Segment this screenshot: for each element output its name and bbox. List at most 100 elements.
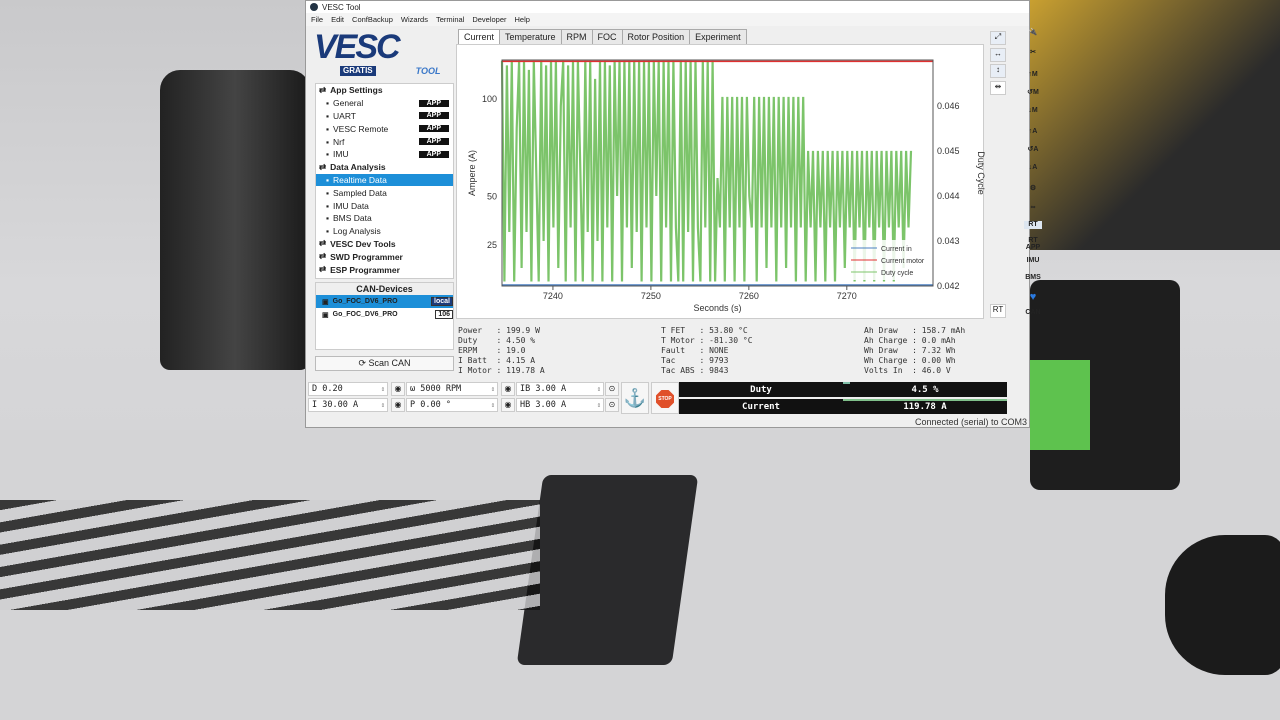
tree-item-label: Log Analysis [333, 226, 381, 237]
tree-item-vesc-dev-tools[interactable]: ⇄VESC Dev Tools [316, 238, 453, 251]
menu-terminal[interactable]: Terminal [435, 15, 465, 24]
y2-tick-label: 0.042 [937, 281, 960, 291]
tree-item-icon: ▪ [326, 98, 330, 109]
imu-icon[interactable]: IMU [1026, 257, 1040, 264]
rescale-icon[interactable]: ⇹ [990, 81, 1006, 95]
tree-item-icon: ⇄ [319, 84, 327, 95]
tree-item-realtime-data[interactable]: ▪Realtime Data [316, 173, 453, 187]
menu-file[interactable]: File [311, 15, 324, 24]
tree-item-icon: ⇄ [319, 238, 327, 249]
y2-axis-label: Duty Cycle [976, 151, 985, 195]
anchor-icon[interactable]: ⚓ [621, 382, 649, 414]
tree-item-label: VESC Dev Tools [330, 238, 396, 249]
app-badge: APP [418, 138, 449, 146]
refresh-icon: ⟳ [358, 358, 369, 368]
tree-item-app-settings[interactable]: ⇄App Settings [316, 84, 453, 97]
zoom-vertical-icon[interactable]: ↕ [990, 64, 1006, 78]
title-bar: VESC Tool [306, 1, 1029, 13]
brake-current-input[interactable]: IB 3.00 A⇕ [516, 382, 604, 396]
y-tick-label: 100 [482, 94, 497, 104]
motor-photo [160, 70, 310, 370]
current-input[interactable]: I 30.00 A⇕ [308, 398, 388, 412]
write-motor-config-icon[interactable]: ↓M [1028, 107, 1038, 114]
can-devices-title: CAN-Devices [316, 283, 453, 295]
app-icon [310, 3, 318, 11]
tree-item-label: VESC Remote [333, 123, 389, 134]
disconnect-icon[interactable]: ✂ [1030, 49, 1036, 56]
read-default-app-icon[interactable]: ↺A [1027, 146, 1039, 153]
set-duty-button[interactable]: ◉ [391, 382, 405, 396]
y2-tick-label: 0.044 [937, 191, 960, 201]
tree-item-icon: ⇄ [319, 251, 327, 262]
tab-rotor-position[interactable]: Rotor Position [621, 29, 691, 44]
menu-edit[interactable]: Edit [331, 15, 345, 24]
menu-help[interactable]: Help [514, 15, 530, 24]
zoom-horizontal-icon[interactable]: ↔ [990, 48, 1006, 62]
set-position-button[interactable]: ◉ [501, 398, 515, 412]
can-icon[interactable]: CAN [1025, 309, 1041, 316]
menu-confbackup[interactable]: ConfBackup [352, 15, 393, 24]
duty-input[interactable]: D 0.20⇕ [308, 382, 388, 396]
tree-item-icon: ⇄ [319, 161, 327, 172]
handbrake-input[interactable]: HB 3.00 A⇕ [516, 398, 604, 412]
set-current-button[interactable]: ◉ [391, 398, 405, 412]
cables-photo [0, 500, 540, 610]
rt-data-icon[interactable]: RT [1024, 221, 1042, 229]
menu-developer[interactable]: Developer [472, 15, 507, 24]
rt-app-icon[interactable]: RT APP [1025, 237, 1041, 251]
position-input[interactable]: P 0.00 °⇕ [406, 398, 498, 412]
tab-temperature[interactable]: Temperature [499, 29, 562, 44]
logo-tool: TOOL [415, 66, 441, 76]
read-motor-config-icon[interactable]: ↑M [1028, 71, 1038, 78]
tab-foc[interactable]: FOC [591, 29, 623, 44]
zoom-both-icon[interactable]: ⤢ [990, 31, 1006, 45]
set-rpm-button[interactable]: ◉ [501, 382, 515, 396]
tab-current[interactable]: Current [458, 29, 501, 44]
write-app-config-icon[interactable]: ↓A [1028, 164, 1038, 171]
scan-can-button[interactable]: ⟳ Scan CAN [315, 356, 454, 371]
tree-item-imu-data[interactable]: ▪IMU Data [316, 199, 453, 212]
tree-item-bms-data[interactable]: ▪BMS Data [316, 212, 453, 225]
set-handbrake-button[interactable]: ⊙ [605, 398, 619, 412]
tab-experiment[interactable]: Experiment [689, 29, 747, 44]
menu-wizards[interactable]: Wizards [400, 15, 428, 24]
set-brake-button[interactable]: ⊙ [605, 382, 619, 396]
read-app-config-icon[interactable]: ↑A [1028, 128, 1038, 135]
realtime-tabs: Current Temperature RPM FOC Rotor Positi… [458, 29, 747, 44]
x-tick-label: 7260 [739, 291, 759, 301]
tree-item-label: Realtime Data [333, 174, 387, 185]
tree-item-data-analysis[interactable]: ⇄Data Analysis [316, 161, 453, 174]
connect-icon[interactable]: 🔌 [1028, 29, 1038, 36]
y2-tick-label: 0.043 [937, 236, 960, 246]
keyboard-control-icon[interactable]: ∞ [1030, 204, 1036, 211]
stop-button[interactable]: STOP [651, 382, 679, 414]
tree-item-icon: ▪ [326, 226, 330, 237]
y-tick-label: 50 [487, 191, 497, 201]
can-fwd-icon[interactable]: ⚙ [1029, 185, 1037, 192]
tree-item-sampled-data[interactable]: ▪Sampled Data [316, 186, 453, 199]
tree-item-swd-programmer[interactable]: ⇄SWD Programmer [316, 250, 453, 263]
bms-icon[interactable]: BMS [1025, 274, 1041, 281]
window-title: VESC Tool [322, 2, 361, 12]
tree-item-label: Data Analysis [330, 162, 386, 173]
heart-icon[interactable]: ♥ [1029, 291, 1037, 303]
tab-rpm[interactable]: RPM [560, 29, 593, 44]
x-tick-label: 7250 [641, 291, 661, 301]
read-default-motor-icon[interactable]: ↺M [1027, 89, 1039, 96]
tree-item-log-analysis[interactable]: ▪Log Analysis [316, 225, 453, 238]
tree-item-esp-programmer[interactable]: ⇄ESP Programmer [316, 263, 453, 276]
app-badge: APP [418, 99, 449, 107]
rpm-input[interactable]: ω 5000 RPM⇕ [406, 382, 498, 396]
rt-plot-icon[interactable]: RT [990, 304, 1006, 318]
